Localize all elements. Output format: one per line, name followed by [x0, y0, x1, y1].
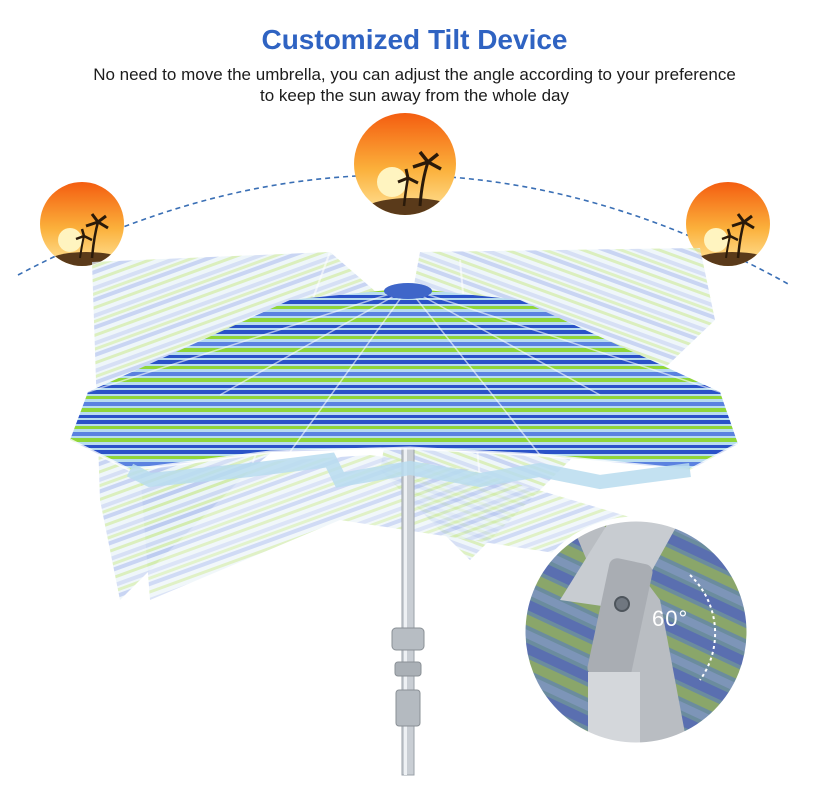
sun-path-arc	[17, 174, 791, 286]
tilt-angle-label: 60°	[652, 606, 689, 631]
sun-center-icon	[354, 113, 456, 215]
ghost-canopy-lower	[140, 455, 640, 600]
sun-left-icon	[40, 182, 124, 266]
page-title: Customized Tilt Device	[261, 24, 568, 55]
tilt-detail-zoom	[520, 516, 752, 748]
umbrella-canopy	[69, 283, 739, 490]
page-subtitle: No need to move the umbrella, you can ad…	[93, 65, 736, 105]
sun-right-icon	[686, 182, 770, 266]
pole-clamp	[391, 627, 425, 727]
